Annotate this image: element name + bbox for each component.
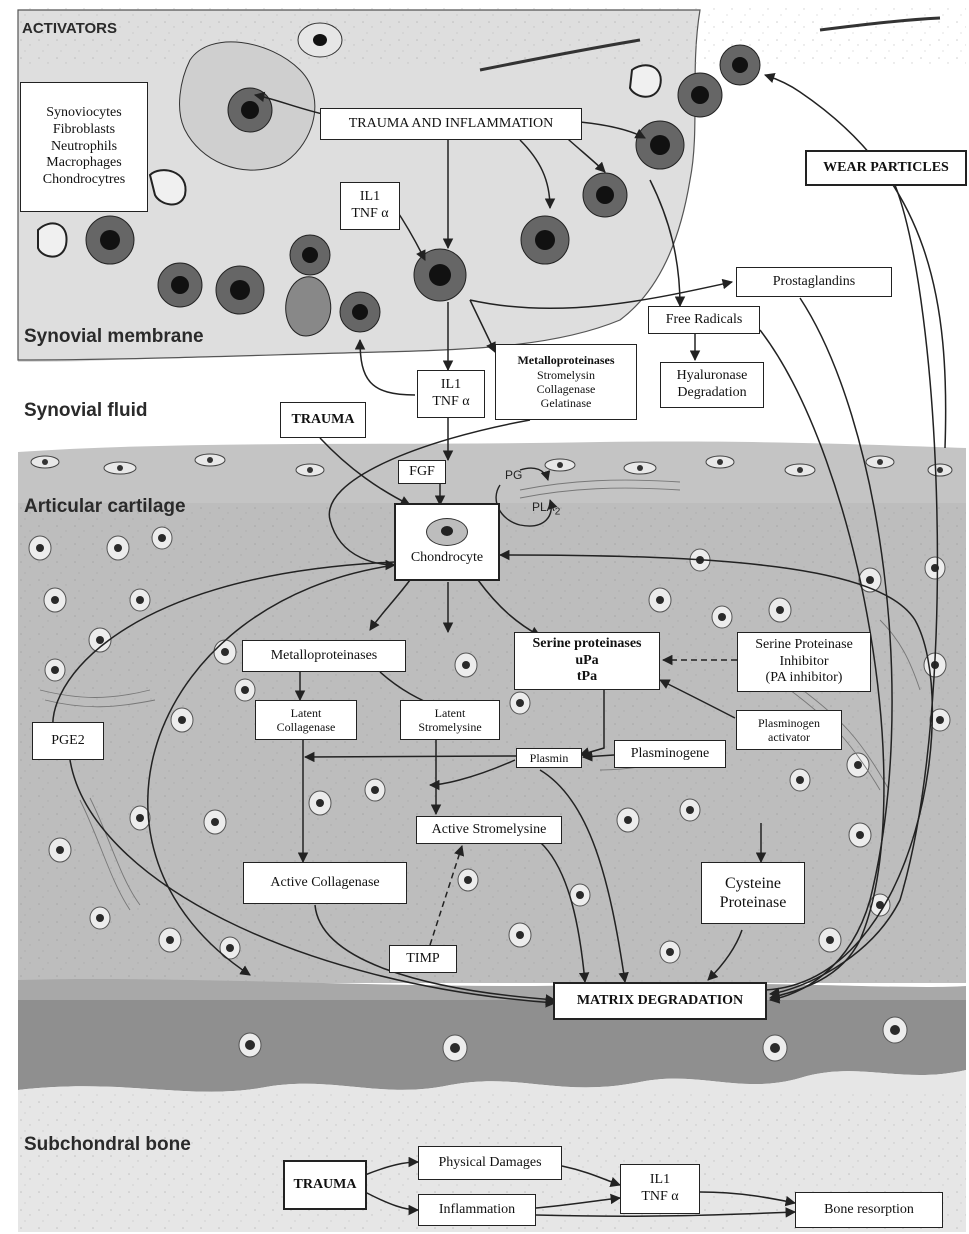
timp-box: TIMP xyxy=(389,945,457,973)
cysteine-line2: Proteinase xyxy=(720,893,787,912)
bone-resorption-label: Bone resorption xyxy=(824,1202,914,1219)
chondrocyte-box: Chondrocyte xyxy=(394,503,500,581)
latent-stromelysine-line1: Latent xyxy=(435,706,466,720)
active-stromelysine-box: Active Stromelysine xyxy=(416,816,562,844)
cysteine-proteinase-box: Cysteine Proteinase xyxy=(701,862,805,924)
trauma-bottom-label: TRAUMA xyxy=(294,1177,357,1194)
latent-collagenase-line2: Collagenase xyxy=(277,720,336,734)
pla2-text: PLA xyxy=(532,500,555,514)
plasminogene-label: Plasminogene xyxy=(631,746,710,763)
stromelysin-label: Stromelysin xyxy=(537,368,595,382)
active-collagenase-box: Active Collagenase xyxy=(243,862,407,904)
free-radicals-box: Free Radicals xyxy=(648,306,760,334)
cell-type-fibroblasts: Fibroblasts xyxy=(53,122,115,139)
bone-resorption-box: Bone resorption xyxy=(795,1192,943,1228)
latent-stromelysine-line2: Stromelysine xyxy=(418,720,481,734)
plasmin-label: Plasmin xyxy=(530,751,569,765)
region-label-synovial-fluid: Synovial fluid xyxy=(24,400,148,422)
il1-mid-label: IL1 xyxy=(441,377,461,394)
chondrocyte-cell-icon xyxy=(426,518,468,546)
arrow-plasmin-to-latcoll xyxy=(305,756,518,757)
cells-list-box: Synoviocytes Fibroblasts Neutrophils Mac… xyxy=(20,82,148,212)
prostaglandins-label: Prostaglandins xyxy=(773,274,855,291)
il1-tnf-mid-box: IL1 TNF α xyxy=(417,370,485,418)
physical-damages-box: Physical Damages xyxy=(418,1146,562,1180)
plasminogen-activator-box: Plasminogen activator xyxy=(736,710,842,750)
wear-particles-box: WEAR PARTICLES xyxy=(805,150,967,186)
latent-collagenase-line1: Latent xyxy=(291,706,322,720)
fgf-box: FGF xyxy=(398,460,446,484)
serine-inhibitor-line2: Inhibitor xyxy=(780,654,829,671)
plasmin-box: Plasmin xyxy=(516,748,582,768)
plasminogene-box: Plasminogene xyxy=(614,740,726,768)
active-stromelysine-label: Active Stromelysine xyxy=(432,822,547,839)
region-label-articular-cartilage: Articular cartilage xyxy=(24,496,186,518)
il1-tnf-top-box: IL1 TNF α xyxy=(340,182,400,230)
free-radicals-label: Free Radicals xyxy=(666,312,743,329)
gelatinase-label: Gelatinase xyxy=(541,396,592,410)
physical-damages-label: Physical Damages xyxy=(438,1155,541,1172)
pge2-label: PGE2 xyxy=(51,733,84,750)
inflammation-box: Inflammation xyxy=(418,1194,536,1226)
il1-bottom-label: IL1 xyxy=(650,1172,670,1189)
cell-type-macrophages: Macrophages xyxy=(46,155,121,172)
metalloproteinases-mid-label: Metalloproteinases xyxy=(271,648,378,665)
trauma-inflammation-box: TRAUMA AND INFLAMMATION xyxy=(320,108,582,140)
plasminogen-activator-line2: activator xyxy=(768,730,810,744)
hyaluronase-label: Hyaluronase xyxy=(677,368,748,385)
cell-type-neutrophils: Neutrophils xyxy=(51,139,117,156)
chondrocyte-label: Chondrocyte xyxy=(411,550,483,567)
active-collagenase-label: Active Collagenase xyxy=(270,875,379,892)
cell-type-chondrocytres: Chondrocytres xyxy=(43,172,125,189)
cysteine-line1: Cysteine xyxy=(725,874,781,893)
serine-inhibitor-box: Serine Proteinase Inhibitor (PA inhibito… xyxy=(737,632,871,692)
serine-inhibitor-line3: (PA inhibitor) xyxy=(766,670,843,687)
pla2-subscript: 2 xyxy=(555,506,561,517)
il1-top-label: IL1 xyxy=(360,189,380,206)
pge2-box: PGE2 xyxy=(32,722,104,760)
upa-label: uPa xyxy=(575,653,598,670)
fgf-label: FGF xyxy=(409,464,435,481)
degradation-label: Degradation xyxy=(677,385,746,402)
matrix-degradation-box: MATRIX DEGRADATION xyxy=(553,982,767,1020)
serine-proteinases-box: Serine proteinases uPa tPa xyxy=(514,632,660,690)
tpa-label: tPa xyxy=(577,669,597,686)
metalloproteinases-top-box: Metalloproteinases Stromelysin Collagena… xyxy=(495,344,637,420)
serine-proteinases-title: Serine proteinases xyxy=(532,636,641,653)
trauma-top-box: TRAUMA xyxy=(280,402,366,438)
serine-inhibitor-line1: Serine Proteinase xyxy=(755,637,853,654)
prostaglandins-box: Prostaglandins xyxy=(736,267,892,297)
metalloproteinases-mid-box: Metalloproteinases xyxy=(242,640,406,672)
tnf-mid-label: TNF α xyxy=(432,394,469,411)
inflammation-label: Inflammation xyxy=(439,1202,515,1219)
il1-tnf-bottom-box: IL1 TNF α xyxy=(620,1164,700,1214)
cell-type-synoviocytes: Synoviocytes xyxy=(46,105,121,122)
tnf-top-label: TNF α xyxy=(351,206,388,223)
tnf-bottom-label: TNF α xyxy=(641,1189,678,1206)
region-label-synovial-membrane: Synovial membrane xyxy=(24,326,204,348)
plasminogen-activator-line1: Plasminogen xyxy=(758,716,820,730)
collagenase-label: Collagenase xyxy=(537,382,596,396)
region-label-activators: ACTIVATORS xyxy=(22,20,117,37)
region-label-subchondral-bone: Subchondral bone xyxy=(24,1134,191,1156)
latent-collagenase-box: Latent Collagenase xyxy=(255,700,357,740)
wear-particles-label: WEAR PARTICLES xyxy=(823,160,949,177)
trauma-top-label: TRAUMA xyxy=(292,412,355,429)
timp-label: TIMP xyxy=(406,951,439,968)
latent-stromelysine-box: Latent Stromelysine xyxy=(400,700,500,740)
matrix-degradation-label: MATRIX DEGRADATION xyxy=(577,993,743,1010)
trauma-inflammation-label: TRAUMA AND INFLAMMATION xyxy=(349,116,554,133)
trauma-bottom-box: TRAUMA xyxy=(283,1160,367,1210)
pla2-label: PLA2 xyxy=(532,500,560,517)
metalloproteinases-top-title: Metalloproteinases xyxy=(517,353,614,367)
pg-label: PG xyxy=(505,468,522,482)
hyaluronase-box: Hyaluronase Degradation xyxy=(660,362,764,408)
